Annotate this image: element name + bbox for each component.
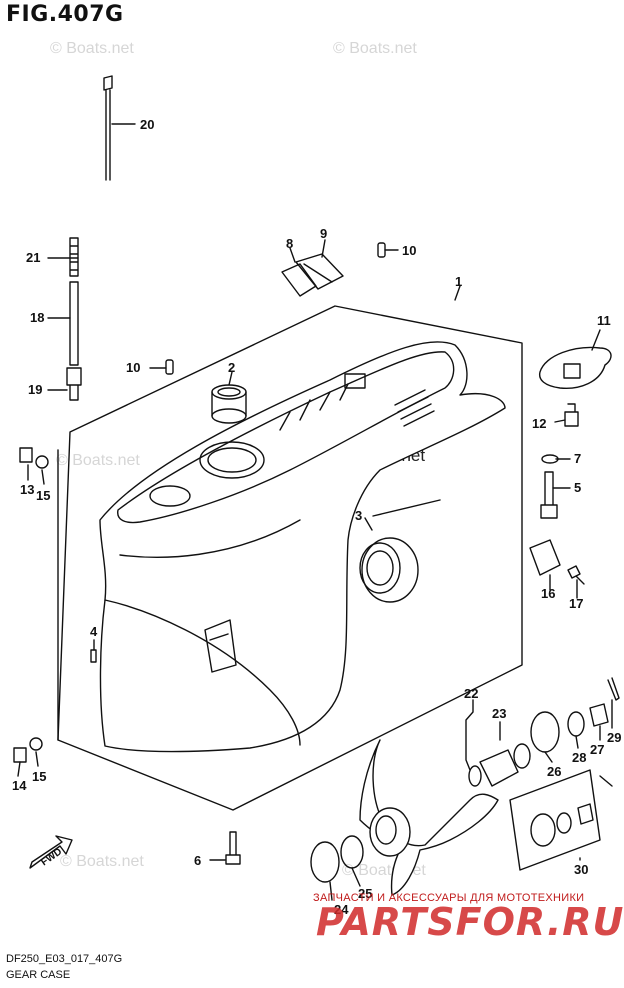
figure-name: GEAR CASE [6, 969, 71, 981]
part-5-bolt [540, 471, 558, 519]
callout-4: 4 [90, 624, 98, 639]
callout-6: 6 [194, 853, 201, 868]
callout-27: 27 [590, 742, 604, 757]
part-3-bearing-ring [359, 537, 419, 603]
part-21-stud [69, 237, 79, 277]
part-24-spacer [310, 841, 340, 883]
brand-subtitle: ЗАПЧАСТИ И АКСЕССУАРЫ ДЛЯ МОТОТЕХНИКИ [313, 892, 585, 904]
callout-20: 20 [140, 117, 154, 132]
watermark: © Boats.net [56, 452, 140, 469]
callout-10: 10 [126, 360, 140, 375]
part-10-pin [377, 242, 386, 258]
callout-14: 14 [12, 778, 27, 793]
callout-11: 11 [597, 313, 611, 328]
callout-7: 7 [574, 451, 581, 466]
bore-rear [149, 485, 191, 507]
callout-8: 8 [286, 236, 293, 251]
part-2-bearing [211, 384, 247, 424]
callout-30: 30 [574, 862, 588, 877]
part-28-washer [567, 711, 585, 737]
callout-9: 9 [320, 226, 327, 241]
gear-case-deck [117, 351, 455, 524]
callout-15: 15 [32, 769, 46, 784]
callout-22: 22 [464, 686, 478, 701]
callout-29: 29 [607, 730, 621, 745]
part-4-pin [90, 649, 97, 663]
part-12-bolt [564, 403, 579, 427]
part-13-fitting [19, 447, 33, 463]
propeller [359, 739, 499, 896]
callout-2: 2 [228, 360, 235, 375]
part-17-screw [567, 565, 585, 585]
watermark: © Boats.net [60, 853, 144, 870]
callout-21: 21 [26, 250, 40, 265]
part-11-anode [538, 346, 612, 389]
callout-26: 26 [547, 764, 561, 779]
callout-16: 16 [541, 586, 555, 601]
callout-13: 13 [20, 482, 34, 497]
fwd-label: FWD [39, 846, 64, 868]
gear-case-housing [99, 341, 506, 753]
gear-case-skeg [104, 599, 301, 746]
part-15-washer [29, 737, 43, 751]
part-27-nut [589, 703, 609, 727]
part-19-fitting [66, 367, 82, 401]
bore-front [199, 441, 265, 479]
part-16-block [529, 539, 561, 576]
part-20-cable-tie [103, 75, 113, 181]
watermark: © Boats.net [50, 40, 134, 57]
callout-15: 15 [36, 488, 50, 503]
part-25-washer [340, 835, 364, 869]
callout-17: 17 [569, 596, 583, 611]
callout-24: 24 [334, 902, 349, 917]
figure-code: DF250_E03_017_407G [6, 953, 123, 965]
callout-3: 3 [355, 508, 362, 523]
part-30-kit-box [509, 769, 601, 871]
part-29-cotter-pin [607, 677, 620, 701]
part-6-bolt [225, 831, 241, 865]
callout-23: 23 [492, 706, 506, 721]
callout-28: 28 [572, 750, 586, 765]
figure-title: FIG.407G [6, 2, 124, 27]
part-23-hub [479, 749, 519, 787]
brand-logo: PARTSFOR.RU [316, 900, 624, 944]
callout-19: 19 [28, 382, 42, 397]
part-15-washer [35, 455, 49, 469]
gear-case-fin [204, 619, 237, 673]
callout-18: 18 [30, 310, 44, 325]
callout-12: 12 [532, 416, 546, 431]
part-14-fitting [13, 747, 27, 763]
callout-25: 25 [358, 886, 372, 901]
callout-10: 10 [402, 243, 416, 258]
part-10-pin [165, 359, 174, 375]
fwd-arrow-icon [29, 835, 73, 869]
part-26-washer [530, 711, 560, 753]
part-9-plate [295, 253, 344, 290]
callout-5: 5 [574, 480, 581, 495]
part-18-rod [69, 281, 79, 366]
callout-1: 1 [455, 274, 462, 289]
watermark: © Boats.net [333, 40, 417, 57]
